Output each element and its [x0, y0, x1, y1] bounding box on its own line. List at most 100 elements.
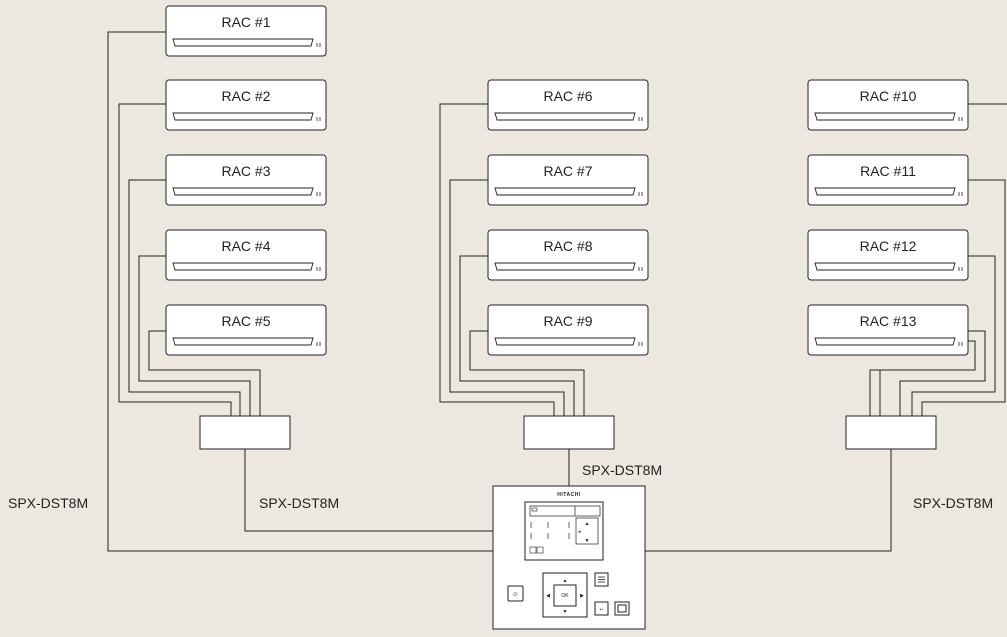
indoor-unit-label: RAC #12	[860, 238, 917, 254]
indoor-unit-rac13: RAC #13	[807, 304, 969, 356]
indoor-unit-rac6: RAC #6	[487, 79, 649, 131]
indoor-unit-rac9: RAC #9	[487, 304, 649, 356]
indoor-unit-box	[165, 229, 327, 281]
right-hub-box	[845, 415, 937, 450]
indoor-unit-box	[487, 154, 649, 206]
connector-label-left-direct: SPX-DST8M	[8, 495, 88, 511]
indoor-unit-rac8: RAC #8	[487, 229, 649, 281]
remote-controller: HITACHI ▲ ▼ ◂ ⏻ OK ▲ ▼ ◀ ▶ ↩	[492, 485, 646, 630]
indoor-unit-rac4: RAC #4	[165, 229, 327, 281]
screen-lines	[530, 522, 570, 539]
indoor-unit-label: RAC #9	[543, 313, 592, 329]
wire-rac1	[107, 31, 493, 552]
back-button[interactable]	[594, 601, 609, 616]
air-outlet-vent	[172, 337, 314, 346]
wiring-lines	[107, 31, 1007, 552]
air-outlet-vent	[814, 262, 956, 271]
indoor-unit-label: RAC #7	[543, 163, 592, 179]
wire-rac9	[469, 330, 585, 416]
indoor-unit-rac7: RAC #7	[487, 154, 649, 206]
indoor-unit-label: RAC #10	[860, 88, 917, 104]
controller-screen	[524, 501, 604, 561]
center-hub-box	[523, 415, 615, 450]
svg-text:▼: ▼	[585, 538, 590, 544]
indoor-unit-label: RAC #11	[860, 163, 916, 179]
indoor-unit-rac11: RAC #11	[807, 154, 969, 206]
svg-text:▲: ▲	[585, 521, 590, 527]
indoor-units: RAC #1 RAC #2 RAC #3 RAC #4 RAC #5 RAC #6 RAC …	[165, 5, 969, 356]
indoor-unit-label: RAC #13	[860, 313, 917, 329]
controller-brand: HITACHI	[557, 492, 581, 498]
indoor-unit-label: RAC #8	[543, 238, 592, 254]
indoor-unit-box	[165, 79, 327, 131]
power-button[interactable]	[507, 585, 524, 602]
indoor-unit-box	[807, 304, 969, 356]
indoor-unit-box	[487, 79, 649, 131]
indoor-unit-box	[807, 154, 969, 206]
back-icon: ↩	[599, 607, 603, 613]
air-outlet-vent	[172, 262, 314, 271]
wire-rac13-a	[899, 330, 986, 416]
wire-rac4	[138, 255, 251, 416]
ok-label: OK	[561, 593, 569, 599]
indoor-unit-box	[165, 304, 327, 356]
indoor-unit-rac1: RAC #1	[165, 5, 327, 57]
indoor-unit-rac3: RAC #3	[165, 154, 327, 206]
air-outlet-vent	[814, 337, 956, 346]
wire-rac11	[921, 179, 1006, 416]
wire-rac2	[118, 103, 232, 416]
indoor-unit-label: RAC #6	[543, 88, 592, 104]
ok-button[interactable]	[553, 584, 577, 607]
arrow-right-icon[interactable]: ▶	[580, 593, 584, 599]
screen-scroll-panel	[575, 517, 599, 545]
wire-rac13-b	[869, 340, 976, 416]
indoor-unit-label: RAC #5	[221, 313, 270, 329]
air-outlet-vent	[494, 262, 636, 271]
indoor-unit-rac2: RAC #2	[165, 79, 327, 131]
wire-rac3	[128, 179, 241, 416]
arrow-down-icon[interactable]: ▼	[563, 609, 568, 615]
connector-label-left-hub: SPX-DST8M	[259, 495, 339, 511]
svg-text:◂: ◂	[578, 529, 581, 535]
indoor-unit-rac12: RAC #12	[807, 229, 969, 281]
indoor-unit-box	[165, 5, 327, 57]
indoor-unit-box	[807, 229, 969, 281]
screen-header	[529, 505, 601, 517]
air-outlet-vent	[172, 112, 314, 121]
indoor-unit-box	[807, 79, 969, 131]
air-outlet-vent	[494, 337, 636, 346]
air-outlet-vent	[814, 187, 956, 196]
wire-left-hub	[244, 449, 493, 532]
indoor-unit-box	[487, 304, 649, 356]
air-outlet-vent	[172, 187, 314, 196]
power-icon: ⏻	[514, 592, 518, 598]
indoor-unit-box	[487, 229, 649, 281]
indoor-unit-rac10: RAC #10	[807, 79, 969, 131]
indoor-unit-label: RAC #4	[221, 238, 270, 254]
wire-rac5	[148, 330, 261, 416]
indoor-unit-label: RAC #1	[221, 14, 270, 30]
air-outlet-vent	[814, 112, 956, 121]
wire-right-hub	[645, 449, 892, 552]
air-outlet-vent	[172, 38, 314, 47]
arrow-up-icon[interactable]: ▲	[563, 578, 568, 584]
menu-icon	[598, 576, 605, 583]
indoor-unit-rac5: RAC #5	[165, 304, 327, 356]
wire-rac8	[459, 255, 575, 416]
indoor-unit-label: RAC #3	[221, 163, 270, 179]
stop-button[interactable]	[614, 601, 630, 616]
arrow-left-icon[interactable]: ◀	[546, 593, 550, 599]
wire-rac6	[439, 103, 555, 416]
left-hub-box	[199, 415, 291, 450]
connector-label-right: SPX-DST8M	[913, 495, 993, 511]
stop-icon	[617, 604, 627, 613]
wire-rac12	[911, 255, 996, 416]
indoor-unit-box	[165, 154, 327, 206]
indoor-unit-label: RAC #2	[221, 88, 270, 104]
air-outlet-vent	[494, 187, 636, 196]
connector-label-center-hub: SPX-DST8M	[582, 462, 662, 478]
wire-rac7	[449, 179, 565, 416]
air-outlet-vent	[494, 112, 636, 121]
